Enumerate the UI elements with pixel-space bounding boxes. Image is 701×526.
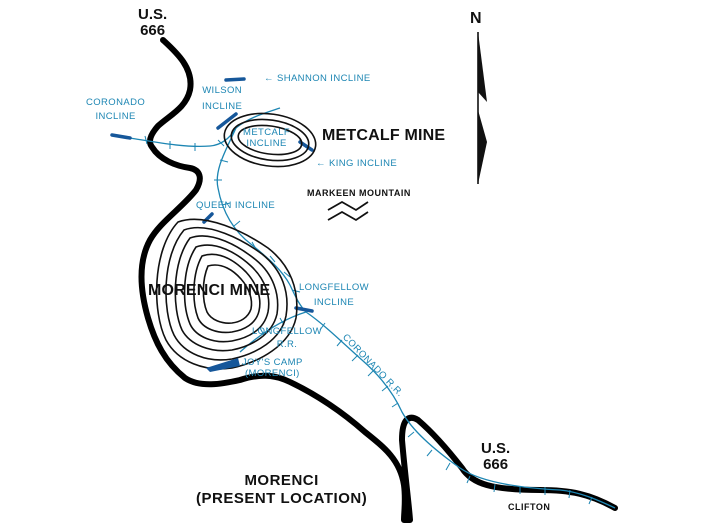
railroad-ticks: [144, 135, 593, 505]
longfellow-incline-label: LONGFELLOW INCLINE: [299, 282, 369, 308]
north-label: N: [470, 10, 482, 27]
morenci-present-location-label: MORENCI (PRESENT LOCATION): [196, 472, 368, 507]
joys-camp-label: JOY'S CAMP (MORENCI): [242, 357, 303, 379]
longfellow-rr-label: LONGFELLOW R.R.: [252, 326, 322, 350]
highway-us-666: [138, 37, 618, 523]
railroad-line: [129, 107, 616, 509]
metcalf-mine-label: METCALF MINE: [322, 127, 446, 144]
north-arrow-icon: [477, 32, 487, 184]
arrow-left-icon: ←: [264, 73, 277, 84]
coronado-incline-label: CORONADO INCLINE: [86, 97, 146, 122]
metcalf-mine-contours: [223, 112, 317, 168]
wilson-incline-mark: [216, 112, 238, 130]
highway-label-south: U.S. 666: [481, 440, 511, 473]
markeen-mountain-label: MARKEEN MOUNTAIN: [307, 188, 411, 198]
morenci-mine-contours: [155, 218, 298, 370]
arrow-left-icon: ←: [316, 158, 329, 169]
king-incline-label: ← KING INCLINE: [316, 158, 398, 169]
morenci-mine-label: MORENCI MINE: [148, 282, 271, 299]
coronado-incline-mark: [110, 133, 132, 140]
joys-camp-marker: [206, 358, 240, 372]
highway-label-north: U.S. 666: [138, 6, 168, 39]
clifton-label: CLIFTON: [508, 502, 551, 512]
wilson-incline-label: WILSON INCLINE: [202, 85, 243, 112]
markeen-mountain-symbol: [327, 200, 369, 222]
shannon-incline-mark: [224, 77, 246, 82]
longfellow-incline-mark: [294, 306, 314, 313]
shannon-incline-label: ← SHANNON INCLINE: [264, 73, 371, 84]
queen-incline-label: QUEEN INCLINE: [196, 200, 276, 211]
metcalf-incline-label: METCALF INCLINE: [243, 127, 291, 149]
